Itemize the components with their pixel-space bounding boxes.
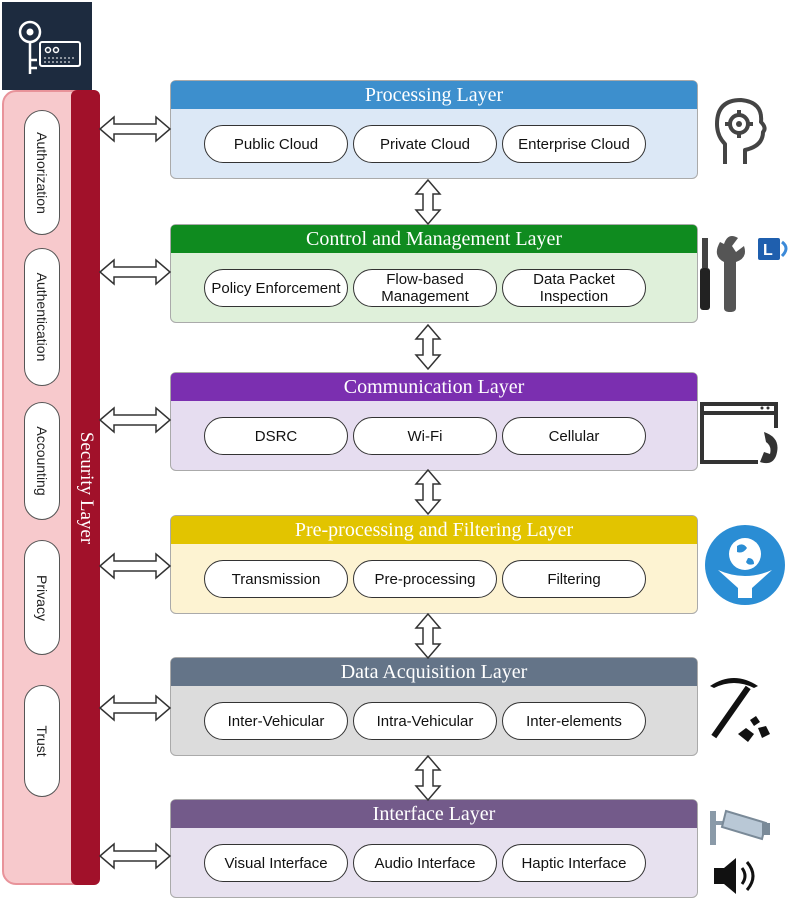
security-item-accounting: Accounting	[24, 402, 60, 520]
layer-item: Data Packet Inspection	[502, 269, 646, 307]
layer-title: Data Acquisition Layer	[171, 658, 697, 686]
layer-title: Communication Layer	[171, 373, 697, 401]
layer-item: Inter-Vehicular	[204, 702, 348, 740]
security-item-authorization: Authorization	[24, 110, 60, 235]
v-arrow	[415, 755, 441, 801]
head-gear-icon	[715, 98, 767, 164]
layer-item: Enterprise Cloud	[502, 125, 646, 163]
layer-item: Cellular	[502, 417, 646, 455]
layer-item: Flow-based Management	[353, 269, 497, 307]
mining-icon	[710, 678, 770, 742]
layer-item: Transmission	[204, 560, 348, 598]
security-item-trust: Trust	[24, 685, 60, 797]
v-arrow	[415, 324, 441, 370]
security-item-privacy: Privacy	[24, 540, 60, 655]
browser-phone-icon	[700, 402, 778, 464]
layer-item: Wi-Fi	[353, 417, 497, 455]
key-card-icon	[2, 2, 92, 90]
control-management-layer: Control and Management Layer Policy Enfo…	[170, 224, 698, 323]
layer-item: Policy Enforcement	[204, 269, 348, 307]
svg-text:L: L	[763, 242, 773, 259]
tools-icon: L	[700, 236, 788, 312]
h-arrow	[99, 259, 171, 285]
processing-layer: Processing Layer Public Cloud Private Cl…	[170, 80, 698, 179]
security-camera-icon	[710, 809, 770, 845]
h-arrow	[99, 553, 171, 579]
layer-item: Haptic Interface	[502, 844, 646, 882]
v-arrow	[415, 179, 441, 225]
layer-item: Private Cloud	[353, 125, 497, 163]
layer-item: Public Cloud	[204, 125, 348, 163]
layer-title: Processing Layer	[171, 81, 697, 109]
security-item-authentication: Authentication	[24, 248, 60, 386]
layer-title: Control and Management Layer	[171, 225, 697, 253]
layer-item: Audio Interface	[353, 844, 497, 882]
layer-item: DSRC	[204, 417, 348, 455]
v-arrow	[415, 469, 441, 515]
layer-item: Filtering	[502, 560, 646, 598]
h-arrow	[99, 695, 171, 721]
security-layer-bar	[71, 90, 100, 885]
layer-item: Intra-Vehicular	[353, 702, 497, 740]
speaker-icon	[714, 858, 755, 894]
preprocessing-filtering-layer: Pre-processing and Filtering Layer Trans…	[170, 515, 698, 614]
layer-item: Inter-elements	[502, 702, 646, 740]
h-arrow	[99, 407, 171, 433]
layer-item: Pre-processing	[353, 560, 497, 598]
h-arrow	[99, 116, 171, 142]
globe-filter-icon	[705, 525, 785, 605]
layer-item: Visual Interface	[204, 844, 348, 882]
h-arrow	[99, 843, 171, 869]
interface-layer: Interface Layer Visual Interface Audio I…	[170, 799, 698, 898]
communication-layer: Communication Layer DSRC Wi-Fi Cellular	[170, 372, 698, 471]
layer-title: Interface Layer	[171, 800, 697, 828]
layer-title: Pre-processing and Filtering Layer	[171, 516, 697, 544]
data-acquisition-layer: Data Acquisition Layer Inter-Vehicular I…	[170, 657, 698, 756]
v-arrow	[415, 613, 441, 659]
